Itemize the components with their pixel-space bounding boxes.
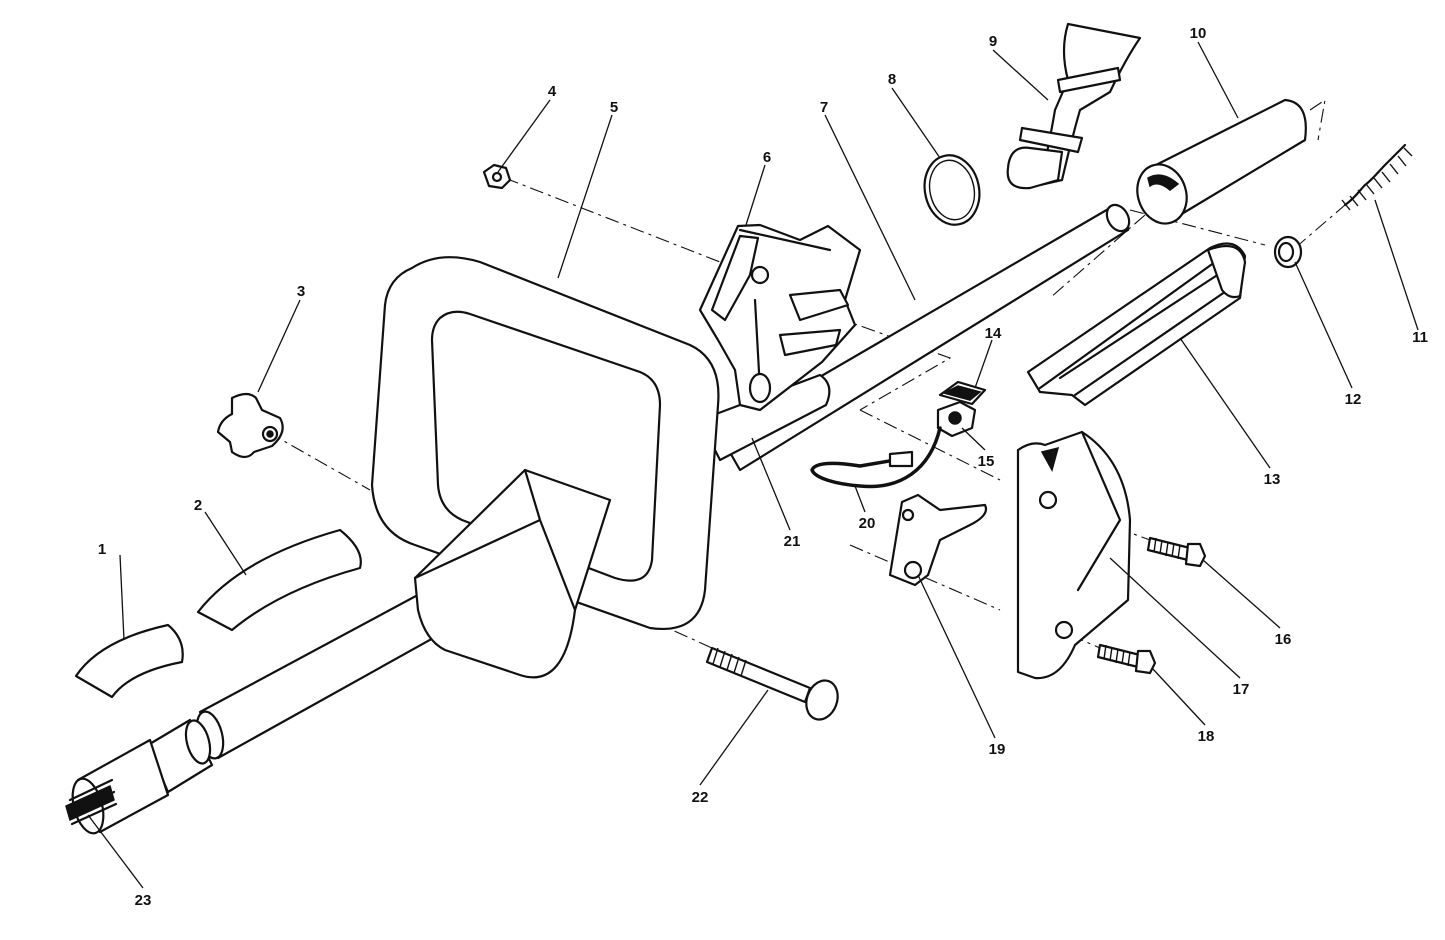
- part-16-screw: [1146, 536, 1207, 568]
- callout-18: 18: [1198, 728, 1215, 745]
- callout-1: 1: [98, 541, 106, 558]
- part-1-shield: [74, 623, 184, 699]
- callout-15: 15: [978, 453, 995, 470]
- callout-2: 2: [194, 497, 202, 514]
- part-23-coupler: [65, 573, 467, 835]
- callout-5: 5: [610, 99, 618, 116]
- part-4-nut: [482, 163, 512, 190]
- callout-10: 10: [1190, 25, 1207, 42]
- part-2-shield: [196, 528, 362, 632]
- part-6-bracket: [698, 223, 862, 412]
- callout-4: 4: [548, 83, 557, 100]
- part-15-grommet: [936, 400, 977, 438]
- callout-labels: 1 2 3 4 5 6 7 8 9 10 11 12 13 14 15 16 1…: [98, 25, 1428, 909]
- part-20-wire: [810, 426, 942, 489]
- callout-11: 11: [1412, 329, 1428, 346]
- part-3-knob: [216, 392, 284, 459]
- callout-8: 8: [888, 71, 896, 88]
- callout-12: 12: [1345, 391, 1362, 408]
- callout-23: 23: [135, 892, 152, 909]
- callout-7: 7: [820, 99, 828, 116]
- callout-17: 17: [1233, 681, 1250, 698]
- part-13-rail: [1026, 242, 1247, 407]
- part-18-screw: [1096, 643, 1157, 675]
- callout-13: 13: [1264, 471, 1281, 488]
- part-17-housing: [1016, 430, 1132, 680]
- leader-lines: [87, 41, 1419, 889]
- part-12-bushing: [1273, 235, 1303, 269]
- callout-9: 9: [989, 33, 997, 50]
- callout-3: 3: [297, 283, 305, 300]
- part-5-handle: [370, 256, 720, 679]
- callout-14: 14: [985, 325, 1002, 342]
- part-19-trigger: [888, 493, 988, 587]
- callout-21: 21: [784, 533, 801, 550]
- callout-16: 16: [1275, 631, 1292, 648]
- callout-19: 19: [989, 741, 1006, 758]
- part-14-clip: [938, 380, 987, 406]
- part-11-spring: [1341, 143, 1413, 211]
- callout-6: 6: [763, 149, 771, 166]
- part-8-ring: [923, 154, 981, 226]
- part-10-sleeve: [1136, 98, 1307, 225]
- part-21-tube: [698, 373, 831, 462]
- part-9-strap: [1006, 22, 1142, 190]
- callout-20: 20: [859, 515, 876, 532]
- callout-22: 22: [692, 789, 709, 806]
- part-22-bolt: [705, 646, 839, 721]
